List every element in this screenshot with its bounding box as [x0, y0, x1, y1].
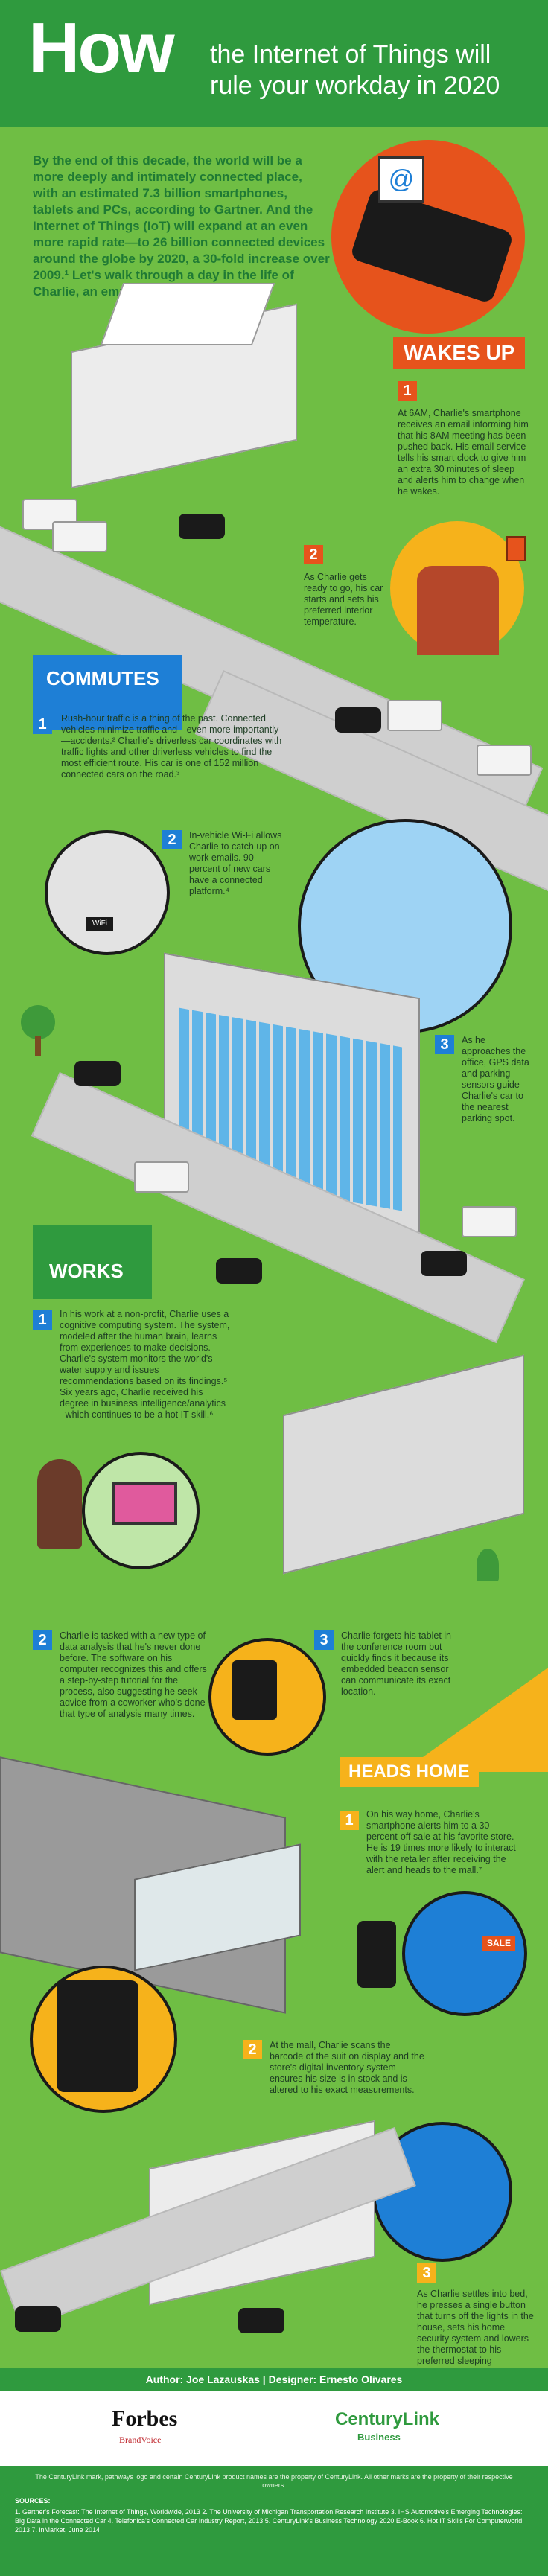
truck — [477, 745, 532, 776]
car-dashboard-circle — [45, 830, 170, 955]
driverless-car — [238, 2308, 284, 2333]
wakes-step-2-text: As Charlie gets ready to go, his car sta… — [304, 572, 383, 627]
home-step-3-text: As Charlie settles into bed, he presses … — [417, 2289, 534, 2377]
works-step-1-text: In his work at a non-profit, Charlie use… — [60, 1309, 230, 1420]
wakes-up-title: WAKES UP — [393, 337, 526, 369]
home-step-3-number: 3 — [417, 2263, 436, 2283]
centurylink-logo: CenturyLink — [335, 2409, 440, 2429]
sources-title: SOURCES: — [15, 2497, 51, 2505]
works-step-3-text: Charlie forgets his tablet in the confer… — [341, 1630, 451, 1697]
driverless-car — [421, 1251, 467, 1276]
commutes-step-3-number: 3 — [435, 1035, 454, 1054]
wifi-icon: WiFi — [86, 917, 113, 931]
title-how: How — [28, 8, 175, 88]
computer-monitor-icon — [112, 1482, 177, 1525]
driverless-car — [179, 514, 225, 539]
truck — [462, 1206, 517, 1237]
home-step-1-number: 1 — [340, 1811, 359, 1830]
works-step-2-text: Charlie is tasked with a new type of dat… — [60, 1630, 207, 1719]
tablet-barcode-icon — [57, 1980, 138, 2092]
commutes-step-2-text: In-vehicle Wi-Fi allows Charlie to catch… — [189, 830, 282, 896]
heads-home-title: HEADS HOME — [340, 1757, 479, 1787]
works-step-2-number: 2 — [33, 1630, 52, 1650]
suit-sale-circle — [402, 1891, 527, 2016]
tree-icon — [477, 1549, 499, 1581]
footer-disclaimer: The CenturyLink mark, pathways logo and … — [35, 2473, 513, 2489]
wakes-step-2-number: 2 — [304, 545, 323, 564]
truck — [52, 521, 107, 552]
centurylink-business: Business — [357, 2432, 401, 2443]
commutes-step-2-number: 2 — [162, 830, 182, 849]
header-banner — [0, 0, 548, 127]
works-title: WORKS — [42, 1255, 131, 1287]
sources-text: 1. Gartner's Forecast: The Internet of T… — [15, 2508, 523, 2534]
commutes-step-3-text: As he approaches the office, GPS data an… — [462, 1035, 529, 1123]
driverless-car — [74, 1061, 121, 1086]
home-step-1-text: On his way home, Charlie's smartphone al… — [366, 1809, 516, 1875]
home-step-2-text: At the mall, Charlie scans the barcode o… — [270, 2040, 424, 2095]
tree-icon — [21, 1005, 55, 1039]
charlie-suit — [417, 566, 499, 655]
credits-text: Author: Joe Lazauskas | Designer: Ernest… — [145, 2373, 403, 2385]
title-subtitle: the Internet of Things will rule your wo… — [210, 40, 500, 100]
charlie-at-desk — [37, 1459, 82, 1549]
coffee-cup-icon — [506, 536, 526, 561]
phone-sale-icon — [357, 1921, 396, 1988]
commutes-step-1-number: 1 — [33, 715, 52, 734]
wakes-step-1-number: 1 — [398, 381, 417, 401]
works-step-3-number: 3 — [314, 1630, 334, 1650]
conference-building — [283, 1354, 524, 1575]
works-step-1-number: 1 — [33, 1310, 52, 1330]
credits-bar — [0, 2368, 548, 2391]
sources-area — [0, 2466, 548, 2576]
email-icon: @ — [378, 156, 424, 203]
forbes-logo: Forbes — [112, 2406, 178, 2431]
house-roof — [100, 283, 275, 345]
driverless-car — [15, 2306, 61, 2332]
commutes-step-1-text: Rush-hour traffic is a thing of the past… — [61, 713, 282, 780]
tree-trunk — [35, 1036, 41, 1056]
driverless-car — [216, 1258, 262, 1284]
tablet-icon — [232, 1660, 277, 1720]
logos-area — [0, 2391, 548, 2466]
driverless-car — [335, 707, 381, 733]
wakes-step-1-text: At 6AM, Charlie's smartphone receives an… — [398, 408, 529, 497]
home-step-2-number: 2 — [243, 2040, 262, 2059]
truck — [134, 1161, 189, 1193]
sale-tag: SALE — [482, 1936, 516, 1951]
commutes-title: COMMUTES — [39, 663, 167, 695]
intro-text: By the end of this decade, the world wil… — [33, 153, 330, 299]
truck — [387, 700, 442, 731]
forbes-brandvoice: BrandVoice — [119, 2435, 162, 2445]
